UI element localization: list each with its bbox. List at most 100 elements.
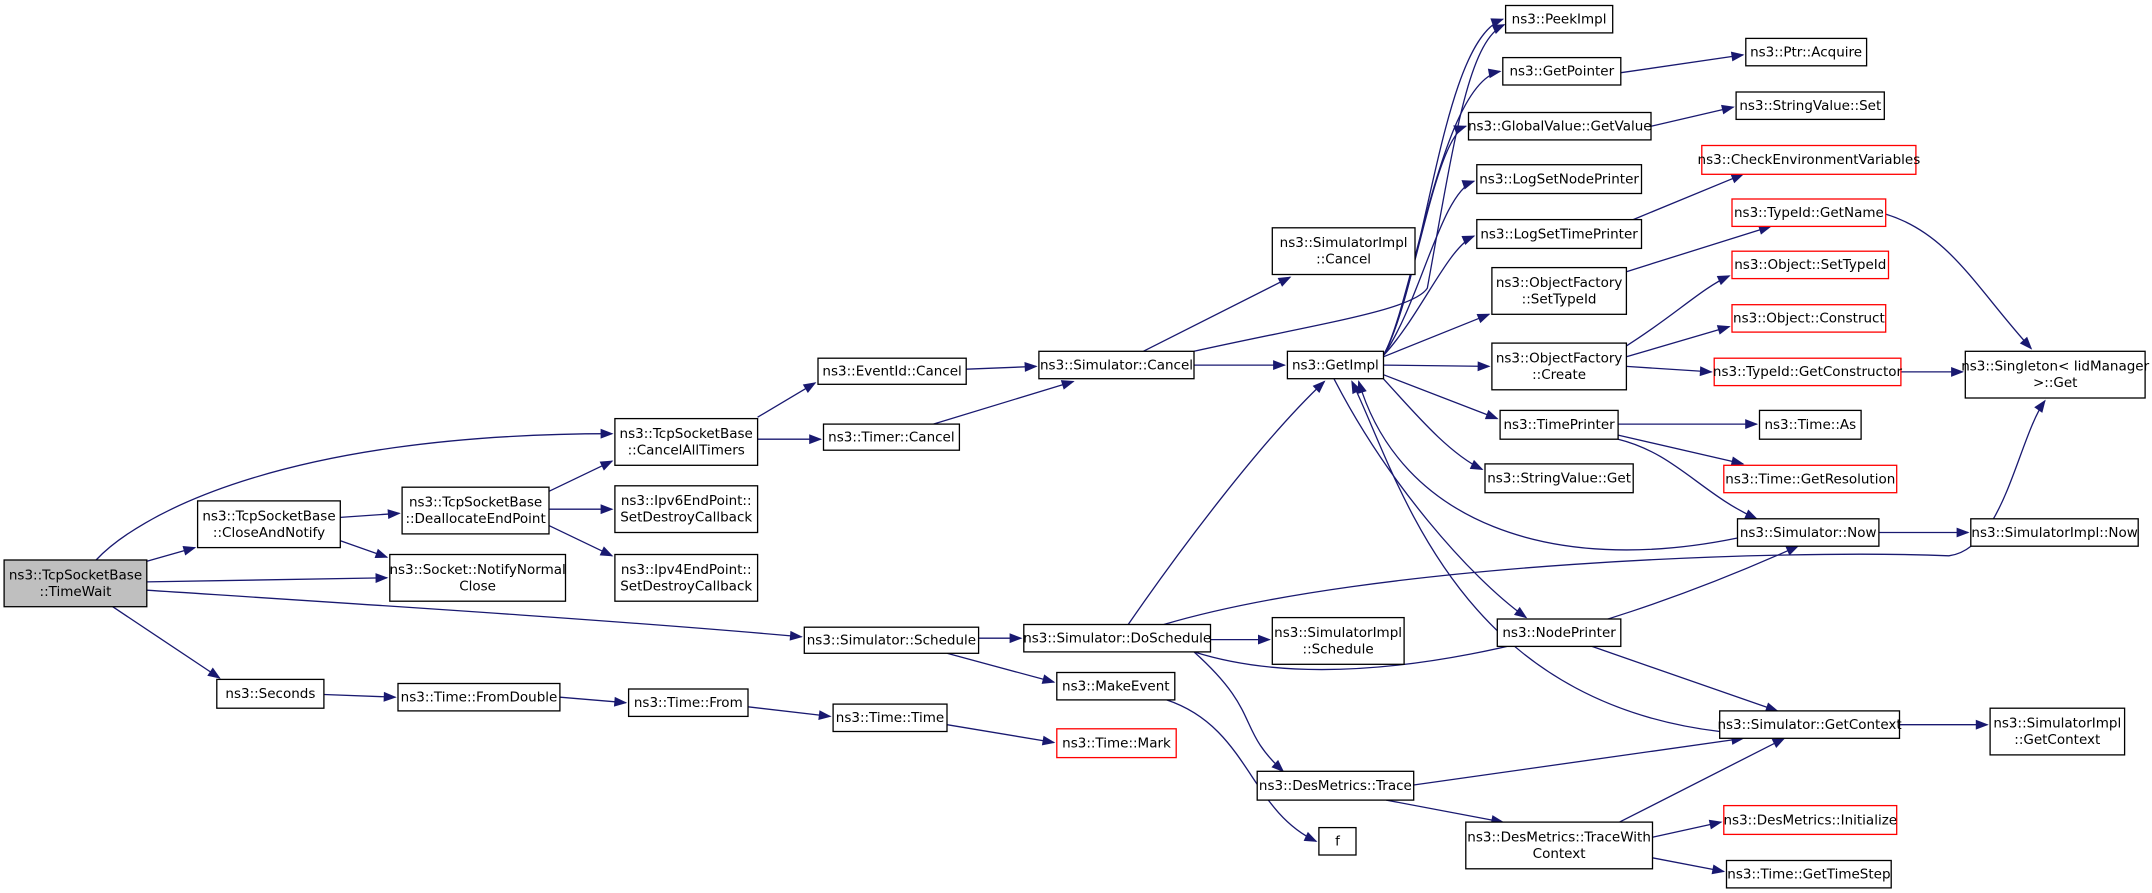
node-simgetcontext[interactable]: ns3::Simulator::GetContext [1717,710,1902,739]
node-typeidgetctor[interactable]: ns3::TypeId::GetConstructor [1713,357,1903,387]
node-simimplnow[interactable]: ns3::SimulatorImpl::Now [1970,518,2139,547]
node-box [1271,227,1416,276]
node-label: ns3::SimulatorImpl [1993,716,2121,732]
node-objsettypeid[interactable]: ns3::Object::SetTypeId [1731,250,1890,280]
node-destrace[interactable]: ns3::DesMetrics::Trace [1256,770,1415,801]
arrowhead [809,434,823,445]
arrowhead [1477,361,1491,372]
node-timefrom[interactable]: ns3::Time::From [627,688,749,718]
arrowhead [1730,173,1745,184]
node-peekimpl[interactable]: ns3::PeekImpl [1504,4,1614,34]
edge-deallocate-to-cancelalltimers [548,460,614,492]
node-box [1484,463,1634,494]
node-box [1286,350,1385,380]
arrowhead [599,546,614,557]
arrowhead [1513,606,1528,619]
arrowhead [818,710,832,720]
arrowhead [1009,633,1023,644]
node-makeevent[interactable]: ns3::MakeEvent [1056,671,1176,701]
node-logtimeprinter[interactable]: ns3::LogSetTimePrinter [1476,218,1643,250]
node-timewait[interactable]: ns3::TcpSocketBase::TimeWait [3,559,148,608]
node-box [389,553,567,602]
edge-getimpl-to-ofcreate [1383,361,1491,372]
node-timetime[interactable]: ns3::Time::Time [832,703,948,733]
node-label: ns3::LogSetNodePrinter [1479,171,1639,187]
node-label: ns3::TypeId::GetConstructor [1713,364,1903,380]
node-timeprinter[interactable]: ns3::TimePrinter [1499,409,1619,440]
edge-tracewithcontext-to-gettimestep [1652,857,1726,875]
node-ofsettypeid[interactable]: ns3::ObjectFactory::SetTypeId [1491,266,1628,315]
node-timeas[interactable]: ns3::Time::As [1758,409,1862,440]
node-typeidgetname[interactable]: ns3::TypeId::GetName [1731,198,1887,228]
node-eventidcancel[interactable]: ns3::EventId::Cancel [817,357,967,385]
node-label: ns3::Time::As [1764,417,1856,433]
node-getimpl[interactable]: ns3::GetImpl [1286,350,1385,380]
edge-cancelalltimers-to-eventidcancel [757,382,817,418]
node-label: ns3::SimulatorImpl [1280,235,1408,251]
arrowhead [1708,819,1723,830]
node-ipv6endpoint[interactable]: ns3::Ipv6EndPoint::SetDestroyCallback [614,485,759,534]
arrowhead [789,630,803,641]
arrowhead [1764,702,1779,712]
node-gettimestep[interactable]: ns3::Time::GetTimeStep [1725,859,1892,889]
node-label: ns3::MakeEvent [1062,679,1170,695]
node-label: ns3::DesMetrics::Initialize [1723,812,1897,828]
node-stringset[interactable]: ns3::StringValue::Set [1735,91,1885,121]
edge-timewait-to-seconds [112,606,221,679]
node-label: ns3::ObjectFactory [1496,275,1623,291]
node-simimplschedule[interactable]: ns3::SimulatorImpl::Schedule [1271,616,1405,665]
node-box [1499,409,1619,440]
node-stringget[interactable]: ns3::StringValue::Get [1484,463,1634,494]
node-singletonget[interactable]: ns3::Singleton< IidManager >::Get [1961,350,2150,399]
node-ofcreate[interactable]: ns3::ObjectFactory::Create [1491,342,1628,391]
edge-fromdouble-to-timefrom [559,696,628,707]
node-getpointer[interactable]: ns3::GetPointer [1502,56,1622,86]
node-closeandnotify[interactable]: ns3::TcpSocketBase::CloseAndNotify [196,500,341,549]
arrowhead [613,696,628,707]
edge-doschedule-to-simimplschedule [1210,634,1271,645]
arrowhead [207,667,221,679]
edge-typeidgetctor-to-singletonget [1900,366,1965,377]
edge-simgetcontext-to-simimplgetcontext [1899,719,1989,730]
node-globalgetvalue[interactable]: ns3::GlobalValue::GetValue [1467,111,1652,141]
edge-simgetcontext-to-getimpl [1351,380,1720,733]
edge-tracewithcontext-to-desinit [1652,819,1723,838]
node-cancelalltimers[interactable]: ns3::TcpSocketBase::CancelAllTimers [614,417,759,466]
node-label: SetDestroyCallback [620,510,752,526]
edge-doschedule-to-getimpl [1127,380,1326,625]
edge-simcancel-to-getimpl [1194,360,1287,371]
node-ptracquire[interactable]: ns3::Ptr::Acquire [1745,37,1868,67]
node-schedule[interactable]: ns3::Simulator::Schedule [803,626,980,654]
node-checkenv[interactable]: ns3::CheckEnvironmentVariables [1698,144,1921,175]
node-box [1725,859,1892,889]
node-timemark[interactable]: ns3::Time::Mark [1056,728,1177,759]
node-lognodeprinter[interactable]: ns3::LogSetNodePrinter [1476,164,1643,195]
node-simimplcancel[interactable]: ns3::SimulatorImpl::Cancel [1271,227,1416,276]
node-simimplgetcontext[interactable]: ns3::SimulatorImpl::GetContext [1989,707,2126,756]
node-timegetres[interactable]: ns3::Time::GetResolution [1723,464,1898,494]
edge-getimpl-to-ofsettypeid [1383,313,1491,358]
node-ipv4endpoint[interactable]: ns3::Ipv4EndPoint::SetDestroyCallback [614,553,759,602]
arrowhead [1453,125,1468,135]
node-simnow[interactable]: ns3::Simulator::Now [1736,518,1880,547]
node-simcancel[interactable]: ns3::Simulator::Cancel [1038,350,1195,380]
node-doschedule[interactable]: ns3::Simulator::DoSchedule [1023,623,1211,653]
node-fromdouble[interactable]: ns3::Time::FromDouble [397,682,561,712]
node-seconds[interactable]: ns3::Seconds [216,678,325,709]
node-box [1271,616,1405,665]
node-desinit[interactable]: ns3::DesMetrics::Initialize [1723,804,1898,836]
edge-getimpl-to-lognodeprinter [1382,180,1476,356]
node-box [1989,707,2126,756]
node-f[interactable]: f [1318,826,1357,856]
node-nodeprinter[interactable]: ns3::NodePrinter [1496,618,1622,648]
node-label: ns3::Time::GetTimeStep [1727,867,1890,883]
edge-deallocate-to-ipv6endpoint [549,504,614,515]
node-label: ns3::StringValue::Set [1739,98,1881,114]
node-timercancel[interactable]: ns3::Timer::Cancel [822,423,961,451]
node-deallocate[interactable]: ns3::TcpSocketBase::DeallocateEndPoint [401,486,550,535]
edge-eventidcancel-to-simcancel [966,361,1038,372]
node-label: ::CancelAllTimers [628,443,745,459]
node-objconstruct[interactable]: ns3::Object::Construct [1731,304,1887,333]
